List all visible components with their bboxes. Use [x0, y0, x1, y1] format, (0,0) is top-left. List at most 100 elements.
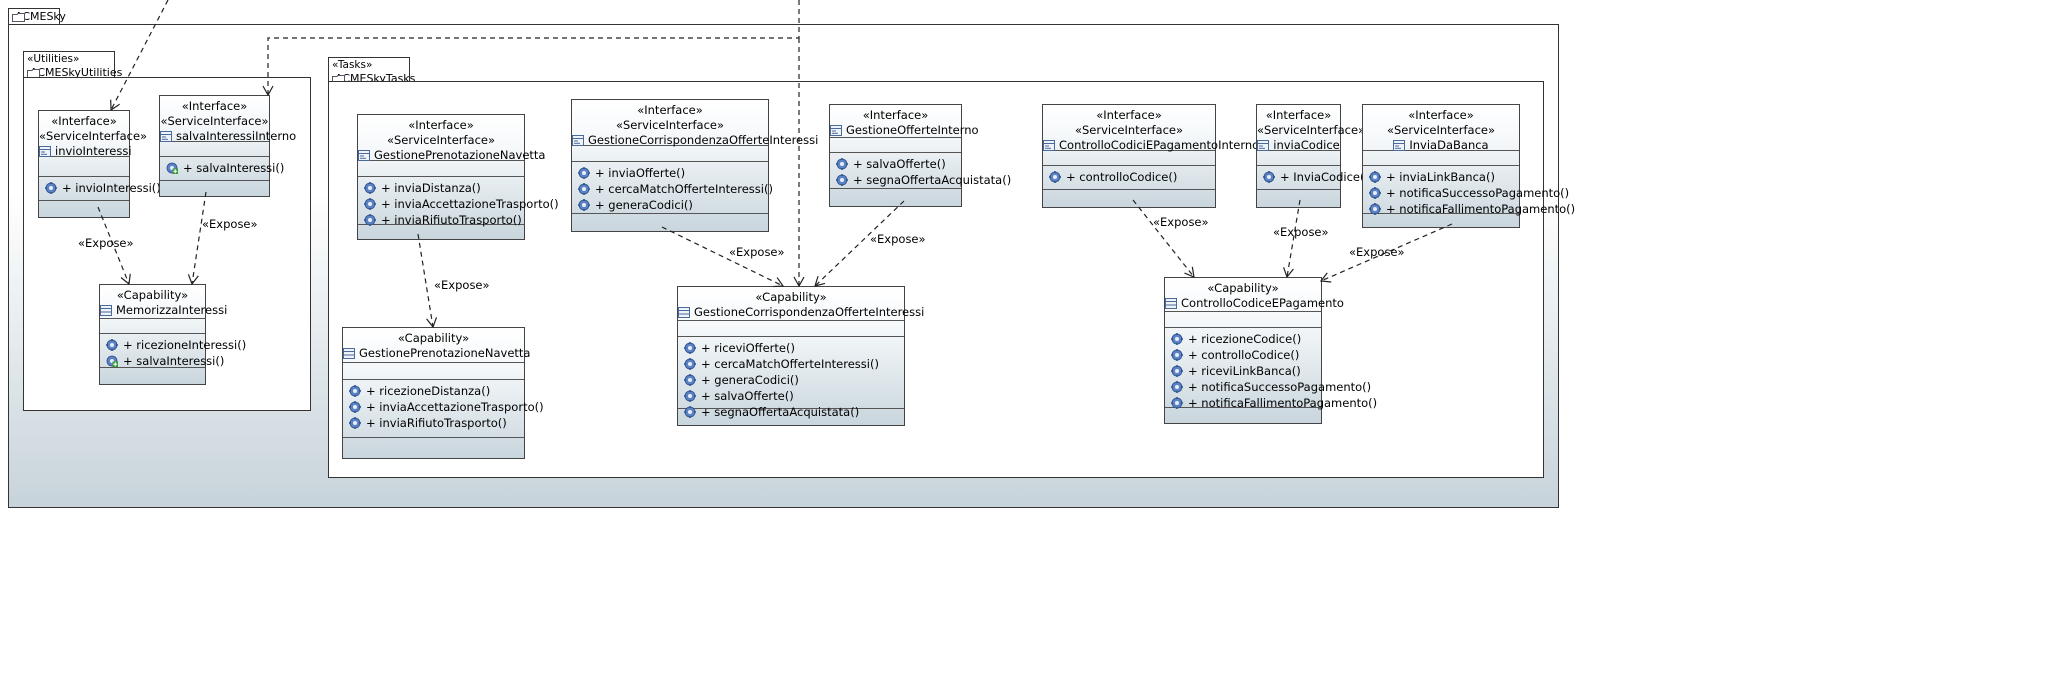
operation-label: + salvaInteressi(): [183, 161, 285, 175]
expose-label: «Expose»: [1349, 245, 1405, 259]
operations-compartment: + salvaInteressi(): [160, 156, 284, 180]
capability-box-gest-corr-cap[interactable]: «Capability»GestioneCorrispondenzaOffert…: [677, 286, 924, 426]
operation-item[interactable]: + inviaDistanza(): [358, 180, 524, 196]
interface-box-invia-da-banca[interactable]: «Interface»«ServiceInterface»InviaDaBanc…: [1362, 104, 1575, 228]
operation-item[interactable]: + riceviOfferte(): [678, 340, 904, 356]
stereotype-label: «Interface»: [181, 99, 248, 113]
operation-gear-icon: [1171, 333, 1183, 345]
attributes-compartment: [678, 320, 904, 336]
expose-connector[interactable]: [1283, 199, 1301, 279]
interface-box-invio-interessi[interactable]: «Interface»«ServiceInterface»invioIntere…: [38, 110, 161, 218]
operation-item[interactable]: + notificaFallimentoPagamento(): [1165, 395, 1377, 411]
box-header: «Interface»«ServiceInterface»invioIntere…: [39, 111, 147, 158]
box-name: GestioneCorrispondenzaOfferteInteressi: [588, 133, 819, 147]
extra-compartment: [1363, 213, 1519, 227]
operation-item[interactable]: + controlloCodice(): [1043, 169, 1215, 185]
operation-item[interactable]: + segnaOffertaAcquistata(): [830, 172, 1011, 188]
attributes-compartment: [358, 160, 524, 176]
operation-item[interactable]: + inviaOfferte(): [572, 165, 768, 181]
operation-label: + generaCodici(): [701, 373, 799, 387]
operation-label: + inviaDistanza(): [381, 181, 481, 195]
capability-box-gest-pren-navetta-cap[interactable]: «Capability»GestionePrenotazioneNavetta+…: [342, 327, 544, 459]
operation-item[interactable]: + invioInteressi(): [39, 180, 161, 196]
box-name-row: inviaCodice: [1257, 138, 1340, 153]
operation-item[interactable]: + inviaRifiutoTrasporto(): [343, 415, 524, 431]
operation-item[interactable]: + InviaCodice(): [1257, 169, 1369, 185]
expose-connector[interactable]: [1132, 199, 1195, 278]
operation-item[interactable]: + cercaMatchOfferteInteressi(): [678, 356, 904, 372]
operation-item[interactable]: + salvaInteressi(): [160, 160, 284, 176]
operation-item[interactable]: + notificaSuccessoPagamento(): [1165, 379, 1371, 395]
operation-item[interactable]: + ricezioneDistanza(): [343, 383, 524, 399]
box-name-row: GestionePrenotazioneNavetta: [343, 346, 530, 361]
capability-box-controllo-codice-cap[interactable]: «Capability»ControlloCodiceEPagamento + r…: [1164, 277, 1377, 424]
operation-item[interactable]: + inviaLinkBanca(): [1363, 169, 1519, 185]
expose-connector[interactable]: [417, 233, 438, 329]
usage-connector[interactable]: [110, 0, 169, 112]
operation-gear-icon: [684, 406, 696, 418]
box-header: «Capability»ControlloCodiceEPagamento: [1165, 278, 1344, 311]
capability-box-memorizza-interessi[interactable]: «Capability»MemorizzaInteressi+ ricezion…: [99, 284, 246, 385]
package-tab-utilities[interactable]: «Utilities» ACMESkyUtilities: [23, 51, 122, 79]
operation-item[interactable]: + riceviLinkBanca(): [1165, 363, 1321, 379]
interface-box-controllo-codici-interno[interactable]: «Interface»«ServiceInterface»ControlloCo…: [1042, 104, 1259, 208]
box-header: «Interface»«ServiceInterface»salvaIntere…: [160, 96, 296, 143]
operation-item[interactable]: + controlloCodice(): [1165, 347, 1321, 363]
usage-connector[interactable]: [262, 0, 800, 97]
expose-connector[interactable]: [1319, 223, 1453, 283]
operation-item[interactable]: + cercaMatchOfferteInteressi(): [572, 181, 773, 197]
operation-gear-icon: [1171, 365, 1183, 377]
operation-item[interactable]: + generaCodici(): [678, 372, 904, 388]
operation-label: + invioInteressi(): [62, 181, 161, 195]
operation-item[interactable]: + notificaSuccessoPagamento(): [1363, 185, 1569, 201]
expose-connector[interactable]: [661, 226, 785, 288]
attributes-compartment: [343, 362, 524, 379]
operation-gear-icon: [1369, 171, 1381, 183]
stereotype-label: «Interface»: [51, 114, 117, 128]
expose-connector[interactable]: [814, 200, 905, 287]
operation-item[interactable]: + inviaAccettazioneTrasporto(): [358, 196, 559, 212]
expose-label: «Expose»: [1153, 215, 1209, 229]
expose-label: «Expose»: [78, 236, 134, 250]
operation-gear-icon: [1263, 171, 1275, 183]
operation-item[interactable]: + generaCodici(): [572, 197, 768, 213]
operation-label: + salvaOfferte(): [701, 389, 794, 403]
attributes-compartment: [100, 318, 205, 333]
operation-item[interactable]: + inviaRifiutoTrasporto(): [358, 212, 524, 228]
package-tab-tasks[interactable]: «Tasks» ACMESkyTasks: [328, 57, 415, 85]
interface-box-invia-codice[interactable]: «Interface»«ServiceInterface»inviaCodice…: [1256, 104, 1369, 208]
operation-item[interactable]: + inviaAccettazioneTrasporto(): [343, 399, 544, 415]
stereotype-label: «ServiceInterface»: [1074, 123, 1184, 137]
package-tab-acmesky[interactable]: ACMESky: [8, 8, 66, 25]
extra-compartment: [358, 224, 524, 239]
operation-label: + riceviOfferte(): [701, 341, 795, 355]
expose-connector[interactable]: [187, 191, 207, 286]
stereotype-label: «Interface»: [1265, 108, 1332, 122]
operation-item[interactable]: + salvaInteressi(): [100, 353, 224, 369]
operation-item[interactable]: + salvaOfferte(): [830, 156, 961, 172]
box-name-row: InviaDaBanca: [1393, 138, 1489, 153]
operation-gear-icon: [684, 374, 696, 386]
operation-label: + segnaOffertaAcquistata(): [853, 173, 1012, 187]
operation-gear-icon: [684, 342, 696, 354]
operation-item[interactable]: + ricezioneInteressi(): [100, 337, 246, 353]
operation-gear-icon: [364, 198, 376, 210]
operation-item[interactable]: + salvaOfferte(): [678, 388, 904, 404]
operation-label: + salvaInteressi(): [123, 354, 225, 368]
operation-item[interactable]: + segnaOffertaAcquistata(): [678, 404, 904, 420]
interface-box-gest-offerte-interno[interactable]: «Interface»GestioneOfferteInterno + salva…: [829, 104, 1011, 207]
box-header: «Interface»«ServiceInterface»InviaDaBanc…: [1363, 105, 1519, 153]
box-name-row: ControlloCodiciEPagamentoInterno: [1043, 138, 1259, 153]
stereotype-label: «Interface»: [408, 118, 474, 132]
interface-box-gest-pren-navetta-if[interactable]: «Interface»«ServiceInterface»GestionePre…: [357, 114, 559, 240]
expose-connector[interactable]: [97, 206, 131, 286]
operation-item[interactable]: + notificaFallimentoPagamento(): [1363, 201, 1575, 217]
operation-gear-icon: [1369, 203, 1381, 215]
box-header: «Interface»«ServiceInterface»GestioneCor…: [572, 100, 818, 147]
box-header: «Interface»GestioneOfferteInterno: [830, 105, 979, 137]
box-name: GestionePrenotazioneNavetta: [359, 346, 531, 360]
operation-item[interactable]: + ricezioneCodice(): [1165, 331, 1321, 347]
box-name-row: GestioneCorrispondenzaOfferteInteressi: [678, 305, 924, 320]
interface-box-salva-interessi-interno[interactable]: «Interface»«ServiceInterface»salvaIntere…: [159, 95, 296, 197]
stereotype-label: «ServiceInterface»: [615, 118, 725, 132]
